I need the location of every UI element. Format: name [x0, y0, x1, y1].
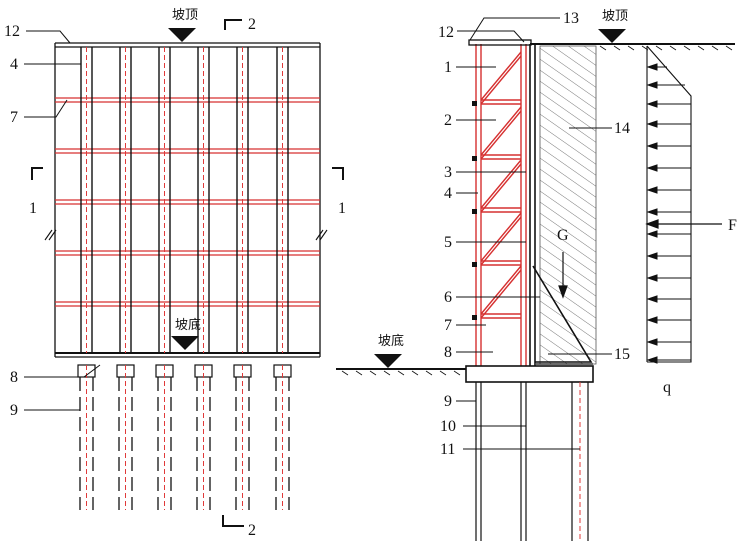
vertical-columns [80, 47, 289, 353]
callout-8-left: 8 [10, 369, 18, 386]
pressure-arrows [646, 63, 691, 364]
front-elevation-view: 坡顶 坡底 2 2 1 1 12 4 7 8 9 [4, 8, 346, 539]
section-label-1-right: 1 [338, 200, 346, 217]
section-label-1-left: 1 [29, 200, 37, 217]
top-cap-plate [468, 39, 532, 46]
callout-8-right: 8 [444, 344, 452, 361]
slope-top-marker-icon [168, 28, 196, 42]
callout-12-right: 12 [438, 24, 454, 41]
inclined-support [532, 265, 593, 363]
section-mark-1-right [332, 167, 344, 180]
slope-bottom-marker-icon [171, 336, 199, 350]
slope-top-marker-icon-right [598, 29, 626, 43]
callout-5-right: 5 [444, 234, 452, 251]
base-slab [465, 365, 594, 383]
horizontal-beams [55, 97, 320, 307]
slope-top-label-right: 坡顶 [602, 9, 628, 24]
callout-leaders-right [456, 17, 612, 450]
section-mark-1-left [31, 167, 43, 180]
piles-dashed [79, 377, 290, 510]
slope-top-label: 坡顶 [172, 8, 198, 23]
back-panel [529, 44, 536, 366]
column-centerlines [86, 47, 283, 353]
callout-1-right: 1 [444, 59, 452, 76]
pile-caps [77, 364, 292, 378]
truss-frame [475, 44, 527, 366]
cross-section-view: 坡顶 坡底 F [336, 9, 737, 541]
earth-pressure-diagram [646, 45, 692, 363]
callout-7-left: 7 [10, 109, 18, 126]
slope-bottom-label-right: 坡底 [378, 333, 404, 349]
callout-11-right: 11 [440, 441, 455, 458]
section-mark-2-bottom [222, 515, 244, 527]
section-label-2-top: 2 [248, 16, 256, 33]
callout-9-right: 9 [444, 393, 452, 410]
callout-leaders-left [24, 30, 101, 411]
callout-7-right: 7 [444, 317, 452, 334]
retained-soil-zone [539, 45, 597, 365]
callout-15-right: 15 [614, 346, 630, 363]
slope-bottom-label: 坡底 [175, 317, 201, 333]
section-mark-2-top [224, 19, 242, 30]
callout-12-left: 12 [4, 23, 20, 40]
gravity-label-g: G [557, 227, 569, 244]
force-label-f: F [728, 217, 737, 234]
callout-14-right: 14 [614, 120, 630, 137]
break-symbol-left [44, 229, 57, 241]
break-symbol-right [315, 229, 328, 241]
piles-section [475, 382, 589, 541]
callout-6-right: 6 [444, 289, 452, 306]
callout-4-left: 4 [10, 56, 18, 73]
pressure-label-q: q [663, 379, 671, 396]
slope-bottom-marker-icon-right [374, 354, 402, 368]
ground-hatch-top [599, 45, 733, 51]
callout-13-right: 13 [563, 10, 579, 27]
callout-9-left: 9 [10, 402, 18, 419]
callout-3-right: 3 [444, 164, 452, 181]
section-label-2-bottom: 2 [248, 522, 256, 539]
truss-connection-nodes [472, 101, 477, 320]
gravity-arrow [558, 252, 568, 299]
callout-4-right: 4 [444, 185, 452, 202]
callout-10-right: 10 [440, 418, 456, 435]
callout-2-right: 2 [444, 112, 452, 129]
ground-hatch-bottom [341, 370, 461, 376]
pile-centerlines [86, 365, 283, 510]
resultant-force-arrow [645, 219, 722, 229]
